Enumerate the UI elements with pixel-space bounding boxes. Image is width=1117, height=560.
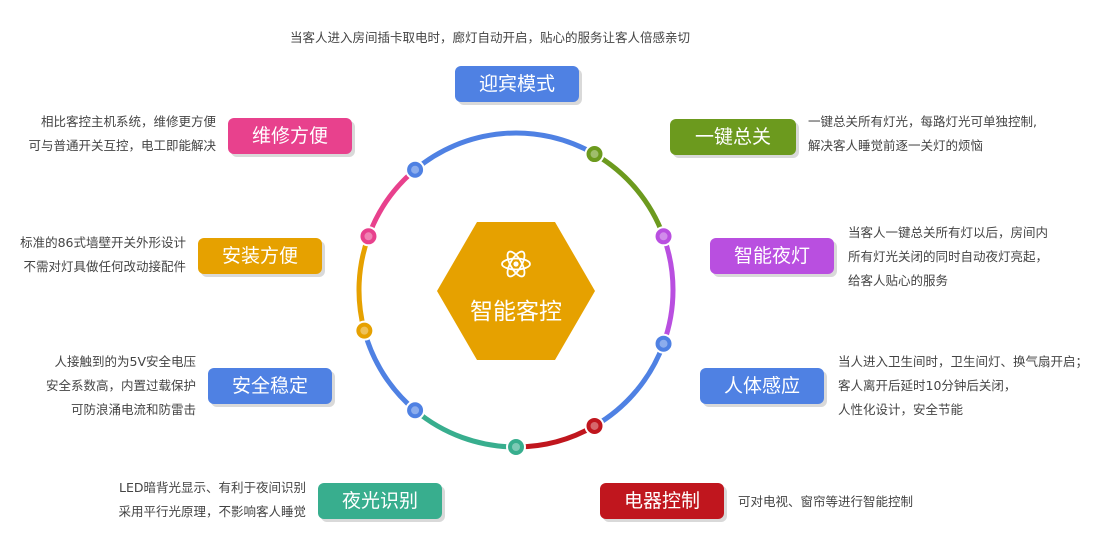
ring-dot-highlight <box>364 232 373 241</box>
ring-arc <box>593 342 666 429</box>
ring-dot <box>653 333 674 354</box>
ring-arc <box>356 235 371 332</box>
ring-dot <box>405 159 426 180</box>
desc-line: 相比客控主机系统，维修更方便 <box>40 114 216 129</box>
ring-arc <box>413 408 517 450</box>
ring-dot-highlight <box>659 339 668 348</box>
desc-line: 当客人一键总关所有灯以后，房间内 <box>848 225 1049 240</box>
ring-dot-highlight <box>512 443 520 451</box>
desc-line: 可防浪涌电流和防雷击 <box>70 402 196 417</box>
desc-line: 不需对灯具做任何改动接配件 <box>23 259 186 274</box>
desc-line: 一键总关所有灯光，每路灯光可单独控制, <box>808 114 1037 129</box>
ring-arc <box>515 423 596 450</box>
ring-arc <box>366 167 417 238</box>
desc-line: 客人离开后延时10分钟后关闭， <box>838 378 1017 393</box>
ring-dots <box>354 144 674 457</box>
feature-label-appliance[interactable]: 电器控制 <box>600 483 724 519</box>
feature-desc-onekey: 一键总关所有灯光，每路灯光可单独控制, 解决客人睡觉前逐一关灯的烦恼 <box>808 110 1037 158</box>
ring-dot-highlight <box>659 232 668 241</box>
center-hexagon: 智能客控 <box>437 222 595 360</box>
atom-icon <box>501 250 531 278</box>
feature-label-text: 智能夜灯 <box>733 245 810 267</box>
feature-label-nightlight[interactable]: 智能夜灯 <box>710 238 834 274</box>
ring-dot <box>405 400 426 421</box>
desc-line: 给客人贴心的服务 <box>848 273 949 288</box>
ring-dot-highlight <box>411 406 420 415</box>
ring-arc <box>413 130 596 172</box>
feature-label-text: 一键总关 <box>694 126 771 148</box>
feature-label-repair[interactable]: 维修方便 <box>228 118 352 154</box>
feature-label-text: 迎宾模式 <box>478 73 555 95</box>
ring-arc <box>661 235 676 345</box>
desc-line: 所有灯光关闭的同时自动夜灯亮起， <box>848 249 1049 264</box>
ring-dot <box>653 226 674 247</box>
hexagon-fill <box>437 222 595 360</box>
desc-line: 人接触到的为5V安全电压 <box>54 354 196 369</box>
feature-label-nightid[interactable]: 夜光识别 <box>318 483 442 519</box>
desc-line: 可对电视、窗帘等进行智能控制 <box>738 494 914 509</box>
feature-label-text: 安全稳定 <box>231 375 308 397</box>
desc-line: 当人进入卫生间时，卫生间灯、换气扇开启； <box>838 354 1089 369</box>
feature-label-safe[interactable]: 安全稳定 <box>208 368 332 404</box>
feature-label-text: 安装方便 <box>221 245 298 267</box>
feature-label-text: 电器控制 <box>623 490 700 512</box>
feature-desc-sensor: 当人进入卫生间时，卫生间灯、换气扇开启； 客人离开后延时10分钟后关闭， 人性化… <box>838 350 1088 422</box>
ring-dot <box>358 226 379 247</box>
feature-desc-appliance: 可对电视、窗帘等进行智能控制 <box>738 490 913 514</box>
feature-desc-install: 标准的86式墙壁开关外形设计 不需对灯具做任何改动接配件 <box>0 231 186 279</box>
feature-label-onekey[interactable]: 一键总关 <box>670 119 796 155</box>
feature-label-text: 维修方便 <box>251 125 328 147</box>
ring-dot-highlight <box>411 165 420 174</box>
desc-line: 人性化设计，安全节能 <box>838 402 964 417</box>
feature-label-install[interactable]: 安装方便 <box>198 238 322 274</box>
ring-arc <box>593 151 666 238</box>
feature-desc-nightid: LED暗背光显示、有利于夜间识别 采用平行光原理，不影响客人睡觉 <box>86 476 306 524</box>
ring-dot-highlight <box>360 326 369 335</box>
ring-dot <box>506 437 526 457</box>
feature-label-text: 夜光识别 <box>341 490 418 512</box>
feature-label-welcome[interactable]: 迎宾模式 <box>455 66 579 102</box>
hexagon-shape <box>437 222 595 360</box>
feature-label-text: 人体感应 <box>723 375 800 397</box>
feature-desc-nightlight: 当客人一键总关所有灯以后，房间内 所有灯光关闭的同时自动夜灯亮起， 给客人贴心的… <box>848 221 1048 293</box>
top-note: 当客人进入房间插卡取电时，廊灯自动开启，贴心的服务让客人倍感亲切 <box>290 30 691 45</box>
feature-desc-safe: 人接触到的为5V安全电压 安全系数高，内置过载保护 可防浪涌电流和防雷击 <box>16 350 196 422</box>
desc-line: 安全系数高，内置过载保护 <box>45 378 196 393</box>
ring-dot <box>584 415 605 436</box>
desc-line: 采用平行光原理，不影响客人睡觉 <box>118 504 306 519</box>
desc-line: 标准的86式墙壁开关外形设计 <box>20 235 186 250</box>
ring-arc <box>361 329 417 413</box>
desc-line: 解决客人睡觉前逐一关灯的烦恼 <box>808 138 984 153</box>
feature-desc-repair: 相比客控主机系统，维修更方便 可与普通开关互控，电工即能解决 <box>0 110 216 158</box>
desc-line: 可与普通开关互控，电工即能解决 <box>28 138 216 153</box>
ring-dot-highlight <box>590 421 599 430</box>
ring-dot-highlight <box>590 150 599 159</box>
ring-dot <box>354 320 375 341</box>
center-title: 智能客控 <box>470 299 562 325</box>
desc-line: LED暗背光显示、有利于夜间识别 <box>119 480 306 495</box>
feature-label-sensor[interactable]: 人体感应 <box>700 368 824 404</box>
ring-dot <box>584 144 605 165</box>
